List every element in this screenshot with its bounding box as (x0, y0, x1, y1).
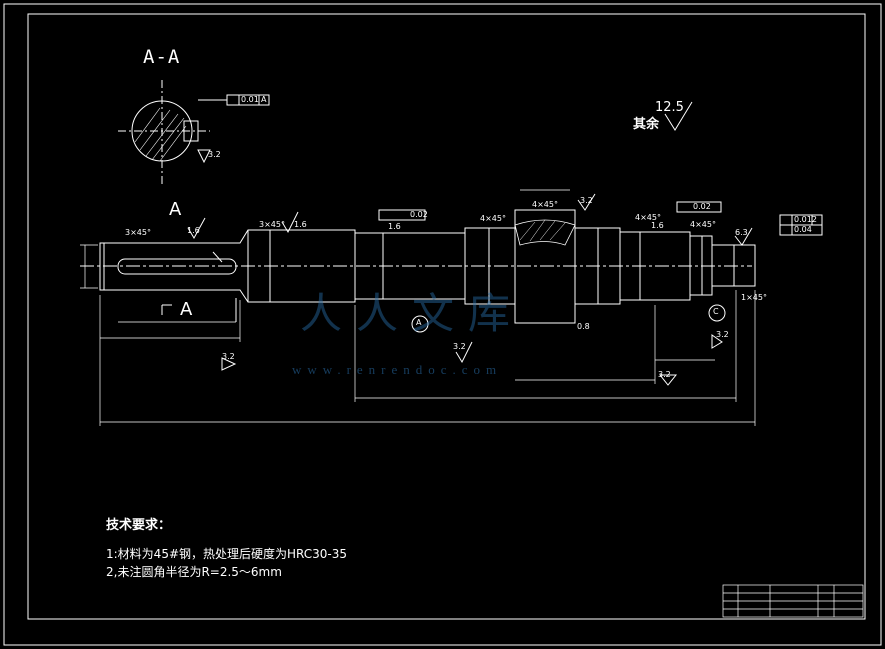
shaft-outline (80, 209, 756, 324)
fcf-frames (378, 201, 823, 236)
view-label: A (169, 199, 182, 220)
chamfer-4b: 4×45° (532, 200, 558, 209)
section-tol-value: 0.01 (241, 95, 259, 104)
inner-frame (27, 13, 866, 620)
rough-08: 0.8 (577, 322, 590, 331)
rough-32-a: 3.2 (580, 196, 593, 205)
watermark-cn: 人人文库 (300, 289, 525, 338)
datum-a: A (416, 318, 422, 327)
rough-32-d: 3.2 (658, 370, 671, 379)
cut-label: A (180, 299, 193, 320)
outer-frame (3, 3, 882, 646)
watermark-url: www.renrendoc.com (292, 362, 503, 377)
title-block (722, 584, 864, 618)
requirements-title: 技术要求： (106, 518, 172, 533)
section-roughness: 3.2 (208, 150, 221, 159)
section-title: A-A (143, 46, 181, 68)
rough-16-c: 1.6 (388, 222, 401, 231)
chamfer-left: 3×45° (125, 228, 151, 237)
chamfer-3: 3×45° (259, 220, 285, 229)
roughness-rest-label: 其余 (633, 117, 660, 132)
rough-16-a: 1.6 (187, 226, 200, 235)
rough-16-d: 1.6 (651, 221, 664, 230)
section-tol-datum: A (261, 95, 267, 104)
chamfer-1: 1×45° (741, 293, 767, 302)
tol-0012: 0.012 (794, 215, 817, 224)
dimension-lines (80, 189, 756, 426)
chamfer-4a: 4×45° (480, 214, 506, 223)
rough-32-c: 3.2 (222, 352, 235, 361)
datum-c-circle (708, 304, 726, 322)
chamfer-4d: 4×45° (690, 220, 716, 229)
datum-c: C (713, 307, 719, 316)
chamfer-4c: 4×45° (635, 213, 661, 222)
tol-002-a: 0.02 (410, 210, 428, 219)
requirement-1: 1:材料为45#钢，热处理后硬度为HRC30-35 (106, 547, 348, 561)
tol-002-b: 0.02 (693, 202, 711, 211)
requirement-2: 2,未注圆角半径为R=2.5～6mm (106, 565, 282, 579)
roughness-symbols (187, 101, 753, 386)
cut-marks (161, 298, 237, 322)
roughness-rest-value: 12.5 (655, 100, 684, 115)
rough-63: 6.3 (735, 228, 748, 237)
tol-004: 0.04 (794, 225, 812, 234)
rough-32-b: 3.2 (453, 342, 466, 351)
rough-16-b: 1.6 (294, 220, 307, 229)
datum-a-circle (411, 315, 429, 333)
section-a-a (118, 80, 270, 185)
rough-32-e: 3.2 (716, 330, 729, 339)
